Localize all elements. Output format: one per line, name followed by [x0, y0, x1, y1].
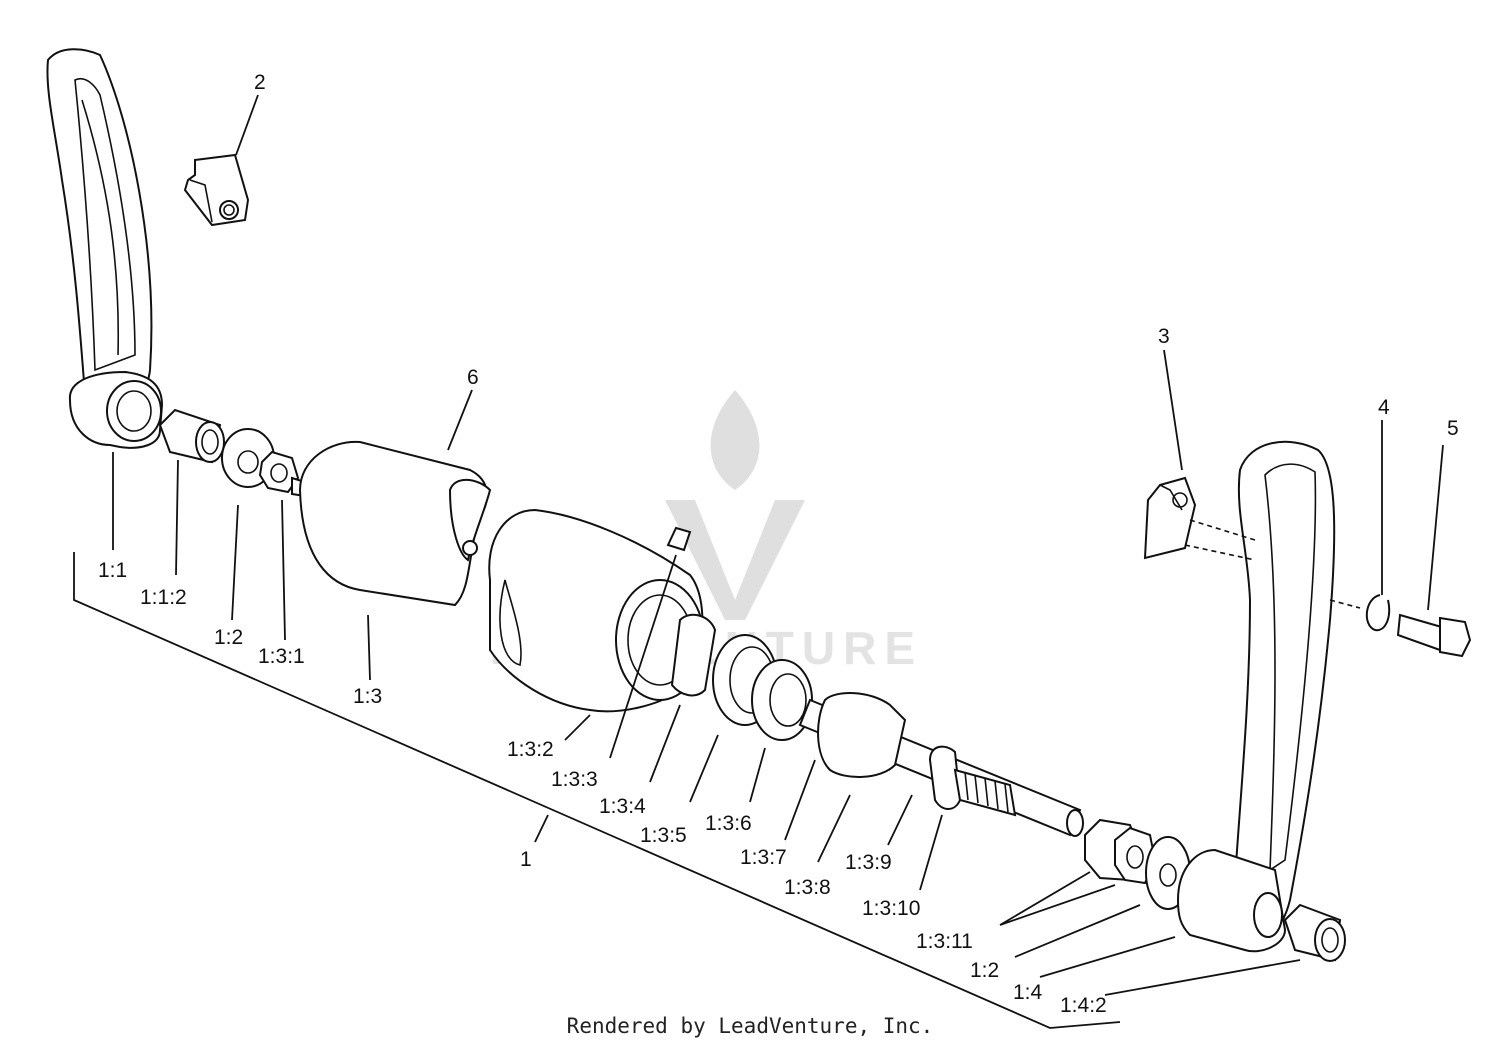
- bushing-right-part: [1283, 903, 1346, 962]
- label-1-3-9: 1:3:9: [845, 851, 892, 874]
- label-6: 6: [467, 366, 479, 389]
- label-1-3-2: 1:3:2: [507, 738, 554, 761]
- label-1-3-8: 1:3:8: [784, 876, 831, 899]
- bolt-part-5: [1329, 599, 1472, 658]
- bearing-cone-part: [751, 659, 813, 741]
- label-1: 1: [520, 848, 532, 871]
- label-1-3-4: 1:3:4: [599, 795, 646, 818]
- weight-block-part-3: [1143, 476, 1256, 561]
- label-1-4: 1:4: [1013, 981, 1043, 1004]
- label-1-2-right: 1:2: [970, 959, 999, 982]
- seal-part: [670, 613, 717, 697]
- callout-labels: 2 3 4 5 6 1:1 1:1:2 1:2 1:3:1 1:3 1:3:2 …: [98, 71, 1459, 1017]
- label-4: 4: [1378, 396, 1390, 419]
- label-2: 2: [254, 71, 266, 94]
- label-1-3-6: 1:3:6: [705, 812, 752, 835]
- label-1-1: 1:1: [98, 559, 127, 582]
- right-arm-part: [1176, 440, 1336, 953]
- bushing-part: [158, 408, 225, 464]
- label-1-3-7: 1:3:7: [740, 846, 787, 869]
- label-1-3-11: 1:3:11: [916, 930, 973, 953]
- weight-block-part-2: [183, 153, 250, 227]
- left-arm-part: [46, 48, 164, 449]
- label-1-1-2: 1:1:2: [140, 586, 187, 609]
- label-1-3-5: 1:3:5: [640, 824, 687, 847]
- label-1-3: 1:3: [353, 685, 382, 708]
- label-1-3-1: 1:3:1: [258, 645, 305, 668]
- rendered-by-credit: Rendered by LeadVenture, Inc.: [566, 1014, 934, 1038]
- label-5: 5: [1447, 417, 1459, 440]
- label-1-2-left: 1:2: [214, 626, 243, 649]
- label-1-3-10: 1:3:10: [862, 897, 920, 920]
- snap-ring-part-4: [1365, 594, 1391, 632]
- label-3: 3: [1158, 325, 1170, 348]
- spindle-nuts-part: [1084, 818, 1157, 885]
- nut-part: [258, 450, 306, 498]
- label-1-4-2: 1:4:2: [1060, 994, 1107, 1017]
- spindle-part: [798, 692, 1084, 837]
- label-1-3-3: 1:3:3: [551, 768, 598, 791]
- leader-lines: [73, 94, 1444, 1029]
- shield-part-6: [298, 440, 492, 607]
